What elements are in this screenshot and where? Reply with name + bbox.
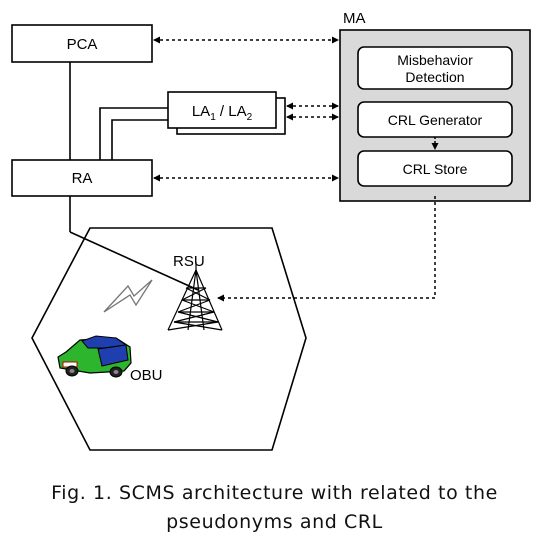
crl-store-box bbox=[357, 150, 513, 187]
ra-box bbox=[11, 159, 153, 197]
wireless-signal-icon bbox=[103, 279, 153, 313]
pca-label: PCA bbox=[67, 36, 98, 53]
figure-caption: Fig. 1. SCMS architecture with related t… bbox=[0, 479, 549, 537]
ra-la-connector bbox=[99, 107, 168, 160]
crl-store-rsu-link bbox=[217, 196, 436, 302]
crl-store-label: CRL Store bbox=[403, 161, 468, 177]
ra-label: RA bbox=[72, 170, 93, 187]
crl-generator-label: CRL Generator bbox=[388, 112, 483, 128]
la-label: LA1 / LA2 bbox=[192, 103, 253, 123]
misbehavior-detection-label-1: Misbehavior bbox=[397, 52, 473, 68]
ra-rsu-link-diagonal bbox=[69, 231, 199, 291]
obu-car-icon bbox=[57, 335, 132, 378]
caption-line-2: pseudonyms and CRL bbox=[166, 511, 383, 533]
caption-line-1: Fig. 1. SCMS architecture with related t… bbox=[51, 482, 498, 504]
obu-label: OBU bbox=[130, 367, 163, 384]
misbehavior-detection-box bbox=[357, 46, 513, 90]
coverage-cell-hexagon bbox=[31, 227, 307, 451]
misbehavior-detection-label-2: Detection bbox=[405, 69, 464, 85]
pca-box bbox=[11, 24, 153, 63]
rsu-label: RSU bbox=[173, 253, 205, 270]
ma-label: MA bbox=[343, 10, 366, 27]
la-box bbox=[167, 91, 277, 129]
rsu-tower-icon bbox=[167, 262, 223, 331]
